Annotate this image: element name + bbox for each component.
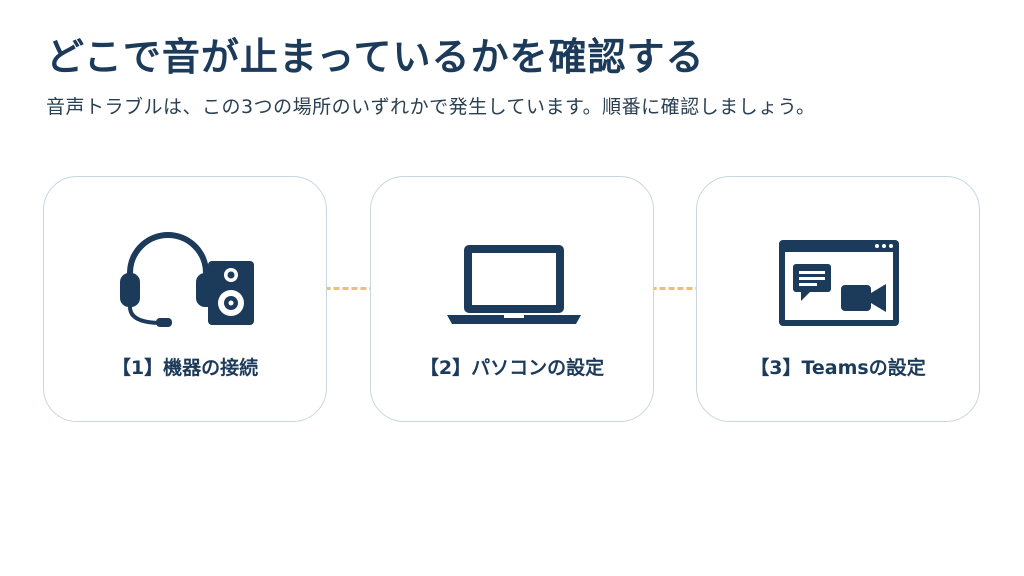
page-subtitle: 音声トラブルは、この3つの場所のいずれかで発生しています。順番に確認しましょう。 xyxy=(46,96,816,118)
video-camera-icon xyxy=(841,284,886,312)
step-card-pc-settings: 【2】パソコンの設定 xyxy=(370,176,654,422)
dashed-connector-2-3 xyxy=(588,287,764,290)
dashed-connector-1-2 xyxy=(262,287,438,290)
step-card-device-connection: 【1】機器の接続 xyxy=(43,176,327,422)
teams-icons xyxy=(779,240,899,326)
device-icons xyxy=(120,232,254,327)
laptop-icon xyxy=(447,245,581,324)
step-card-teams-settings: 【3】Teamsの設定 xyxy=(696,176,980,422)
step-label: 【3】Teamsの設定 xyxy=(750,357,926,379)
headset-icon xyxy=(120,232,216,327)
speaker-icon xyxy=(208,261,254,325)
page-title: どこで音が止まっているかを確認する xyxy=(46,35,705,79)
chat-bubble-icon xyxy=(793,264,831,301)
step-label: 【1】機器の接続 xyxy=(111,357,259,379)
pc-icons xyxy=(447,245,581,324)
step-label: 【2】パソコンの設定 xyxy=(419,357,605,379)
